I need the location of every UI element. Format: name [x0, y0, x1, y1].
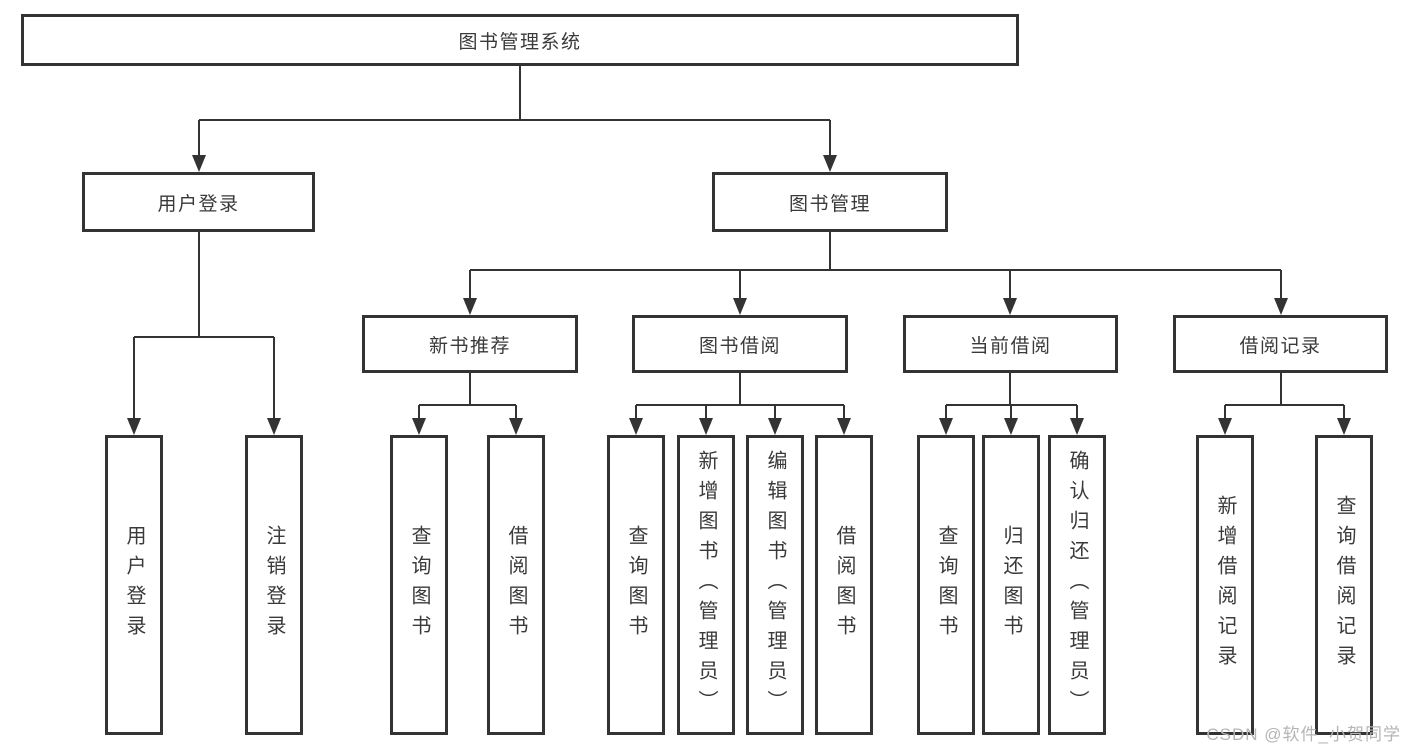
arrowhead-icon: [699, 418, 713, 435]
arrowhead-icon: [768, 418, 782, 435]
edge-borrowrecord-to-leaves: [1224, 373, 1345, 421]
node-user-login-label: 用户登录: [157, 193, 240, 215]
node-new-book-recommend-label: 新书推荐: [428, 335, 511, 357]
edge-bookmgmt-to-level3: [469, 232, 1282, 301]
arrowhead-icon: [127, 418, 141, 435]
arrowhead-icon: [733, 298, 747, 315]
leaf-user-login-label: 用户登录: [123, 525, 145, 645]
edge-newbookrec-to-leaves: [418, 373, 517, 421]
edge-root-to-level2: [198, 66, 831, 158]
leaf-bb-add-book-admin-label: 新增图书（管理员）: [695, 450, 717, 720]
leaf-bb-query-book: 查询图书: [607, 435, 665, 735]
node-borrow-record: 借阅记录: [1173, 315, 1388, 373]
arrowhead-icon: [267, 418, 281, 435]
leaf-cb-confirm-return-admin: 确认归还（管理员）: [1048, 435, 1106, 735]
arrowhead-icon: [1337, 418, 1351, 435]
leaf-cb-return-book-label: 归还图书: [1000, 525, 1022, 645]
leaf-bb-add-book-admin: 新增图书（管理员）: [677, 435, 735, 735]
leaf-nbr-borrow-book: 借阅图书: [487, 435, 545, 735]
leaf-cb-confirm-return-admin-label: 确认归还（管理员）: [1066, 450, 1088, 720]
arrowhead-icon: [1218, 418, 1232, 435]
leaf-cb-query-book-label: 查询图书: [935, 525, 957, 645]
node-book-management: 图书管理: [712, 172, 948, 232]
leaf-logout-label: 注销登录: [263, 525, 285, 645]
node-root: 图书管理系统: [21, 14, 1019, 66]
arrowhead-icon: [192, 155, 206, 172]
leaf-br-query-record-label: 查询借阅记录: [1333, 495, 1355, 675]
leaf-br-add-record: 新增借阅记录: [1196, 435, 1254, 735]
leaf-bb-edit-book-admin: 编辑图书（管理员）: [746, 435, 804, 735]
leaf-bb-borrow-book-label: 借阅图书: [833, 525, 855, 645]
arrowhead-icon: [1274, 298, 1288, 315]
node-book-management-label: 图书管理: [788, 193, 871, 215]
arrowhead-icon: [939, 418, 953, 435]
leaf-br-query-record: 查询借阅记录: [1315, 435, 1373, 735]
leaf-nbr-query-book-label: 查询图书: [408, 525, 430, 645]
leaf-cb-return-book: 归还图书: [982, 435, 1040, 735]
edge-bookborrow-to-leaves: [635, 373, 845, 421]
leaf-nbr-borrow-book-label: 借阅图书: [505, 525, 527, 645]
node-current-borrow-label: 当前借阅: [969, 335, 1052, 357]
node-current-borrow: 当前借阅: [903, 315, 1118, 373]
leaf-br-add-record-label: 新增借阅记录: [1214, 495, 1236, 675]
node-borrow-record-label: 借阅记录: [1239, 335, 1322, 357]
leaf-bb-borrow-book: 借阅图书: [815, 435, 873, 735]
node-user-login: 用户登录: [82, 172, 315, 232]
leaf-logout: 注销登录: [245, 435, 303, 735]
csdn-watermark: CSDN @软件_小贺同学: [1206, 725, 1401, 744]
arrowhead-icon: [412, 418, 426, 435]
leaf-bb-edit-book-admin-label: 编辑图书（管理员）: [764, 450, 786, 720]
arrowhead-icon: [823, 155, 837, 172]
node-book-borrow: 图书借阅: [632, 315, 848, 373]
leaf-user-login: 用户登录: [105, 435, 163, 735]
edge-currentborrow-to-leaves: [945, 373, 1078, 421]
leaf-cb-query-book: 查询图书: [917, 435, 975, 735]
arrowhead-icon: [463, 298, 477, 315]
leaf-nbr-query-book: 查询图书: [390, 435, 448, 735]
arrowhead-icon: [1004, 418, 1018, 435]
arrowhead-icon: [629, 418, 643, 435]
arrowheads: [127, 155, 1351, 435]
arrowhead-icon: [1003, 298, 1017, 315]
arrowhead-icon: [509, 418, 523, 435]
leaf-bb-query-book-label: 查询图书: [625, 525, 647, 645]
node-new-book-recommend: 新书推荐: [362, 315, 578, 373]
edge-userlogin-to-leaves: [133, 232, 275, 421]
tree-edges: [133, 66, 1345, 421]
node-root-label: 图书管理系统: [458, 31, 582, 53]
arrowhead-icon: [837, 418, 851, 435]
arrowhead-icon: [1070, 418, 1084, 435]
node-book-borrow-label: 图书借阅: [698, 335, 781, 357]
